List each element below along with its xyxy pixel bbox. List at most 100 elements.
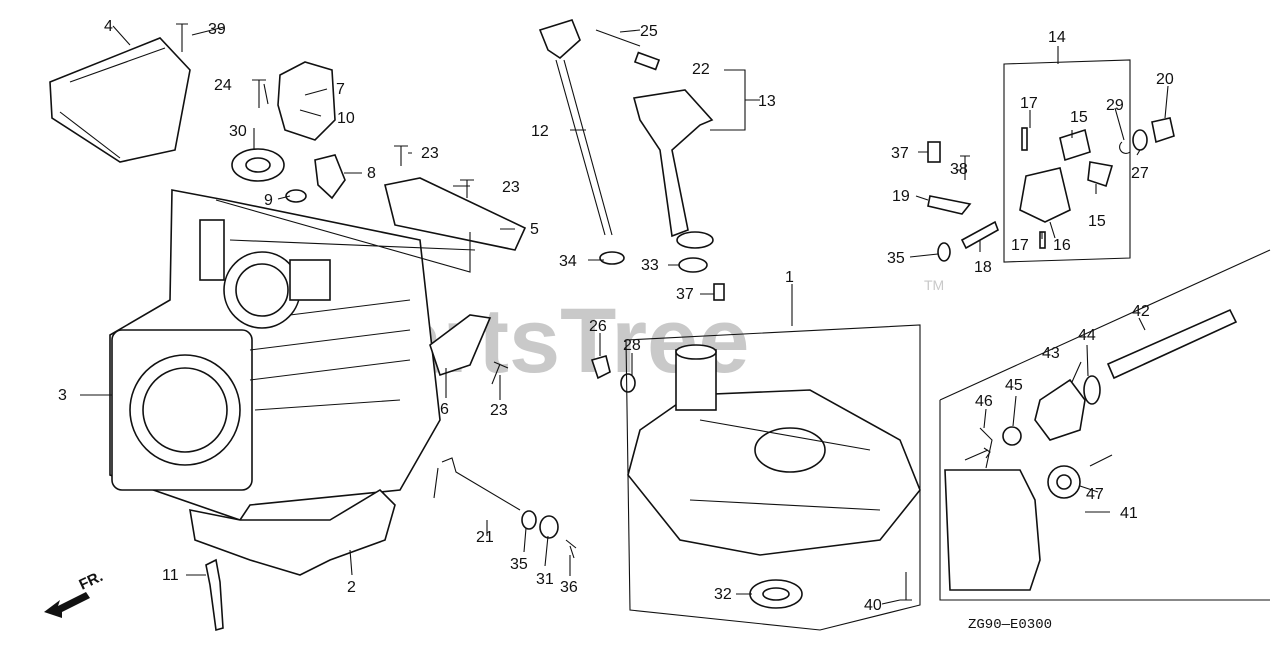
callout-label: 11 <box>162 567 179 584</box>
part-gasket-2 <box>189 488 396 576</box>
callout-label: 35 <box>510 556 528 573</box>
callout-label: 17 <box>1011 237 1029 254</box>
pin-36 <box>565 539 577 559</box>
callout-label: 15 <box>1070 109 1088 126</box>
bolt-38 <box>960 155 970 180</box>
bolt-24 <box>252 79 266 108</box>
callout-label: 39 <box>208 21 226 38</box>
part-cylinder-block-3 <box>109 189 441 521</box>
callout-label: 37 <box>891 145 909 162</box>
callout-label: 8 <box>367 165 376 182</box>
callout-label: 31 <box>536 571 554 588</box>
diagram-code: ZG90—E0300 <box>968 617 1052 633</box>
callout-label: 25 <box>640 23 658 40</box>
callout-label: 5 <box>530 221 539 238</box>
part-9 <box>285 189 307 203</box>
part-20 <box>1151 117 1175 144</box>
callout-label: 9 <box>264 192 273 209</box>
housing-41 <box>944 469 1041 591</box>
front-direction-arrow: FR. <box>44 568 106 618</box>
callout-label: 34 <box>559 253 577 270</box>
callout-label: 36 <box>560 579 578 596</box>
bolt-23b <box>460 179 474 198</box>
callout-label: 38 <box>950 161 968 178</box>
callout-label: 30 <box>229 123 247 140</box>
clip-29 <box>1119 141 1131 154</box>
callout-label: 44 <box>1078 327 1096 344</box>
callout-label: 21 <box>476 529 494 546</box>
callout-label: 4 <box>104 18 113 35</box>
part-bracket-4 <box>49 37 191 163</box>
washer-35a <box>521 510 537 530</box>
part-11 <box>205 558 224 632</box>
arrow-left <box>964 447 991 461</box>
part-crankcase-cover-1 <box>627 344 921 556</box>
bolt-39 <box>176 23 188 52</box>
callout-label: 23 <box>490 402 508 419</box>
part-8 <box>314 154 346 200</box>
trademark: TM <box>924 277 944 293</box>
gear-16 <box>1019 167 1071 223</box>
part-dipstick-12 <box>538 19 581 60</box>
callout-label: 23 <box>421 145 439 162</box>
callout-label: 19 <box>892 188 910 205</box>
callout-label: 14 <box>1048 29 1066 46</box>
weight-15b <box>1087 161 1114 188</box>
pin-37a <box>713 283 725 301</box>
weight-15a <box>1059 128 1091 162</box>
callout-label: 23 <box>502 179 520 196</box>
callout-label: 43 <box>1042 345 1060 362</box>
callout-label: 17 <box>1020 95 1038 112</box>
callout-label: 16 <box>1053 237 1071 254</box>
callout-label: 37 <box>676 286 694 303</box>
callout-label: 12 <box>531 123 549 140</box>
callout-label: 41 <box>1120 505 1138 522</box>
washer-28 <box>620 373 636 393</box>
washer-45 <box>1002 426 1022 446</box>
pin-17a <box>1021 127 1028 151</box>
part-21 <box>433 457 521 511</box>
callout-label: 45 <box>1005 377 1023 394</box>
callout-label: 42 <box>1132 303 1150 320</box>
direction-label: FR. <box>77 568 106 594</box>
callout-label: 32 <box>714 586 732 603</box>
washer-44 <box>1083 375 1101 405</box>
bolt-25 <box>595 29 641 47</box>
shaft-42 <box>1106 308 1238 380</box>
callout-label: 10 <box>337 110 355 127</box>
part-filler-13 <box>632 89 714 238</box>
callout-label: 28 <box>623 337 641 354</box>
callout-label: 24 <box>214 77 232 94</box>
callout-label: 27 <box>1131 165 1149 182</box>
callouts: 1 2 3 4 5 6 7 8 9 10 11 12 13 14 15 15 1… <box>58 18 1174 614</box>
part-19 <box>927 195 972 215</box>
callout-label: 1 <box>785 269 794 286</box>
callout-label: 40 <box>864 597 882 614</box>
callout-label: 2 <box>347 579 356 596</box>
callout-label: 33 <box>641 257 659 274</box>
gear-43 <box>1034 378 1086 441</box>
bolt-40 <box>900 572 912 601</box>
oring-33 <box>678 257 708 273</box>
oring-34 <box>599 251 625 265</box>
callout-label: 18 <box>974 259 992 276</box>
callout-label: 3 <box>58 387 67 404</box>
callout-label: 7 <box>336 81 345 98</box>
washer-35b <box>937 242 951 262</box>
clip-46 <box>979 427 993 469</box>
part-cover-7 <box>277 61 336 141</box>
part-31 <box>539 515 559 539</box>
pin-22 <box>633 51 661 71</box>
leader-lines <box>80 25 1271 631</box>
callout-label: 47 <box>1086 486 1104 503</box>
washer-27 <box>1132 129 1148 151</box>
callout-label: 13 <box>758 93 776 110</box>
callout-label: 20 <box>1156 71 1174 88</box>
arrow-right <box>1089 454 1113 467</box>
callout-label: 35 <box>887 250 905 267</box>
bolt-23a <box>394 145 408 166</box>
bolt-26 <box>590 355 611 380</box>
callout-label: 26 <box>589 318 607 335</box>
callout-label: 29 <box>1106 97 1124 114</box>
